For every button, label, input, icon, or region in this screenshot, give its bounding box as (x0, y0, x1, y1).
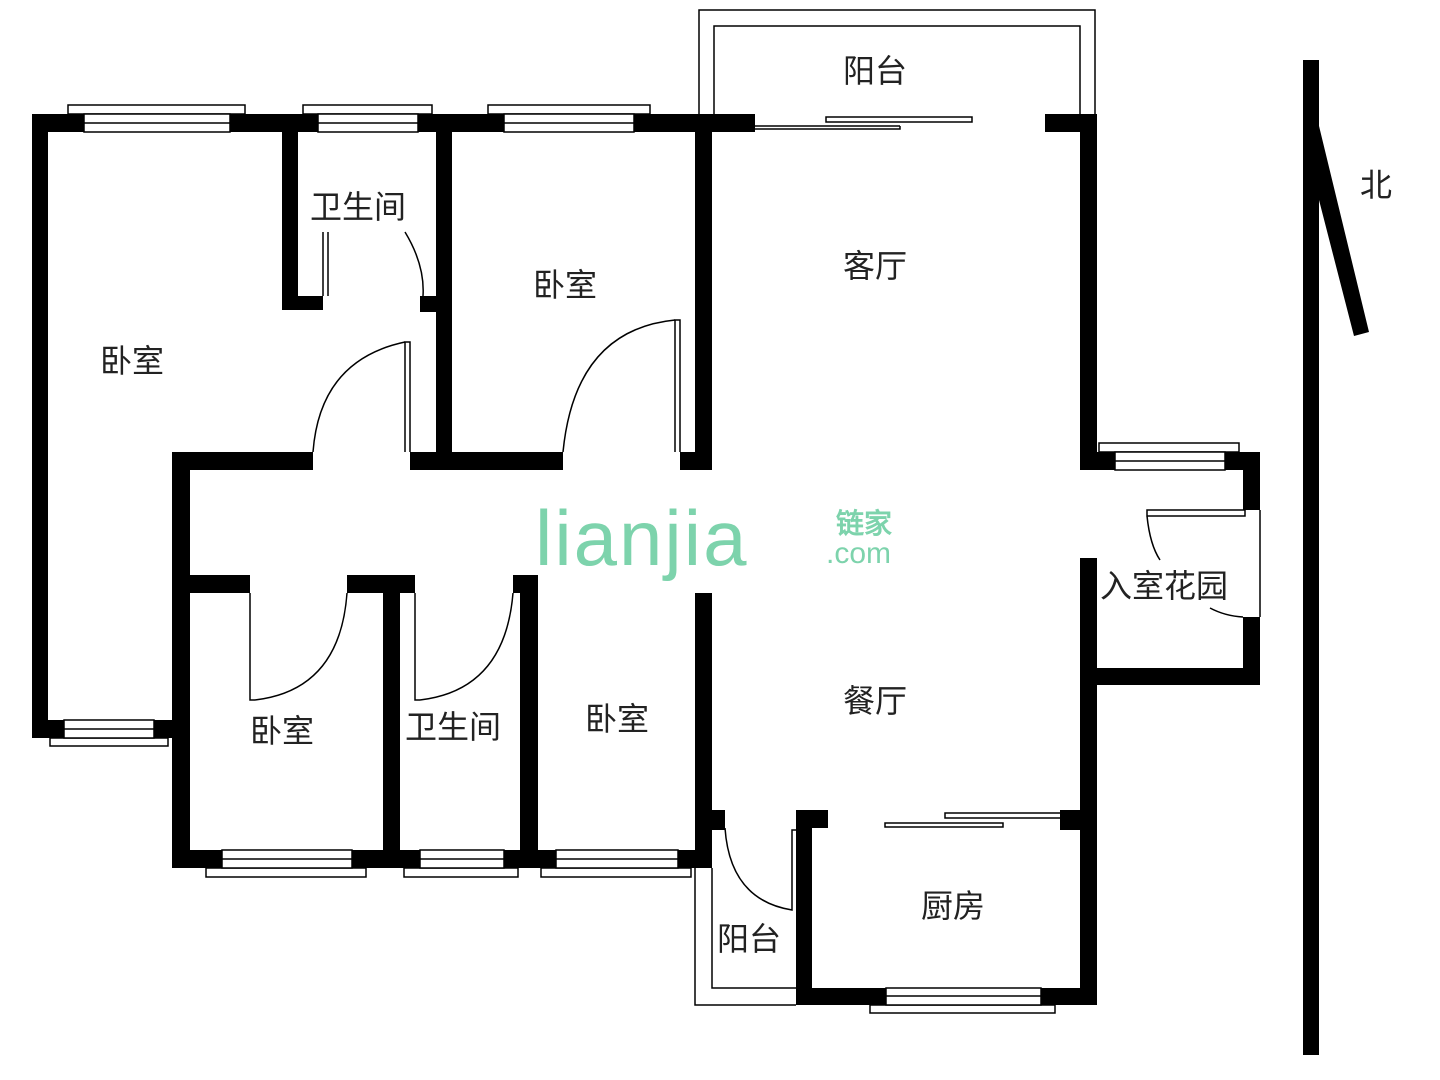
room-label-balcony-top: 阳台 (843, 52, 907, 90)
lianjia-watermark-logo: lianjia 链家 .com (535, 494, 892, 582)
top-balcony-outline (698, 9, 1096, 114)
bottom-balcony-outline (694, 868, 796, 1006)
room-label-bedroom-master: 卧室 (100, 342, 164, 380)
room-label-bedroom-bottom: 卧室 (585, 700, 649, 738)
svg-text:.com: .com (826, 537, 891, 570)
room-label-bedroom-top: 卧室 (533, 266, 597, 304)
windows (49, 104, 1240, 1014)
north-arrow-icon (1303, 60, 1369, 1055)
room-label-bathroom-top: 卫生间 (310, 188, 406, 226)
svg-text:lianjia: lianjia (535, 494, 748, 582)
room-label-living-room: 客厅 (843, 247, 907, 285)
room-label-entrance-garden: 入室花园 (1100, 567, 1228, 605)
room-label-dining-room: 餐厅 (843, 682, 907, 720)
walls (32, 114, 1260, 1005)
room-label-kitchen: 厨房 (921, 887, 985, 925)
room-label-bathroom-bottom: 卫生间 (405, 708, 501, 746)
doors (249, 116, 1261, 911)
north-label: 北 (1360, 166, 1392, 204)
svg-text:链家: 链家 (836, 507, 892, 540)
room-label-bedroom-small: 卧室 (250, 712, 314, 750)
room-label-balcony-bottom: 阳台 (717, 920, 781, 958)
